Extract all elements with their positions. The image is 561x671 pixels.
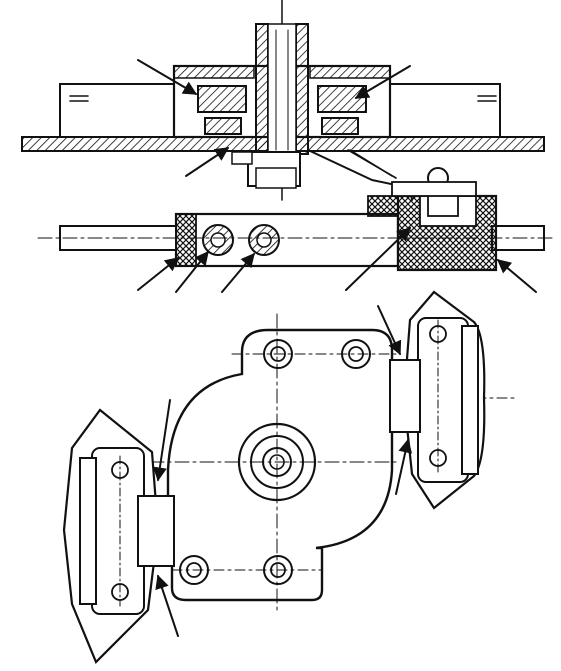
shaft-wall-right <box>295 23 309 155</box>
leader-arrows-plan <box>152 305 413 637</box>
bearing-right-upper <box>317 85 367 113</box>
clamp-cap <box>367 195 399 217</box>
section-view <box>21 0 553 293</box>
housing-cap-right <box>309 65 391 79</box>
plan-view <box>62 290 517 664</box>
leader-arrows-top <box>137 59 537 293</box>
left-housing <box>59 83 177 138</box>
bearing-left-upper <box>197 85 247 113</box>
bearing-right-lower <box>321 117 359 135</box>
shaft-bore <box>267 23 297 155</box>
bar-end-insert <box>175 213 197 267</box>
shaft-wall-left <box>255 23 269 155</box>
left-link <box>137 495 175 567</box>
right-link <box>389 359 421 433</box>
right-housing <box>387 83 501 138</box>
bearing-left-lower <box>204 117 242 135</box>
housing-cap-left <box>173 65 255 79</box>
